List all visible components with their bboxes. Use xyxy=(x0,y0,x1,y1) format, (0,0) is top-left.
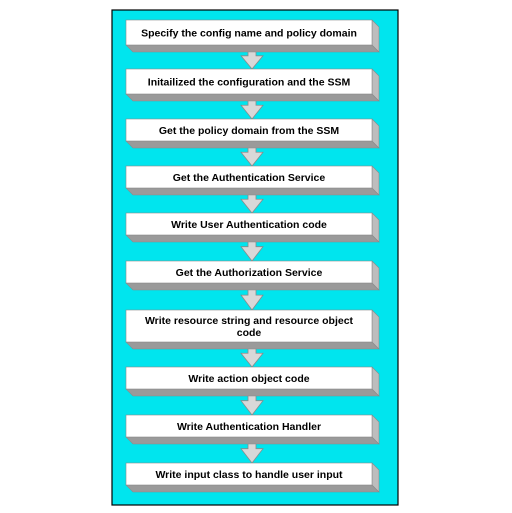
step-box-face xyxy=(125,68,373,95)
step-box-face xyxy=(125,414,373,438)
step-box-7: Write resource string and resource objec… xyxy=(125,309,380,350)
step-box-bottom xyxy=(125,388,380,397)
step-box-side xyxy=(371,309,380,350)
step-box-face xyxy=(125,260,373,284)
step-label: Write Authentication Handler xyxy=(177,421,321,433)
step-box-4: Get the Authentication Service xyxy=(125,165,380,196)
step-box-bottom xyxy=(125,93,380,102)
step-box-6: Get the Authorization Service xyxy=(125,260,380,291)
step-label: Initailized the configuration and the SS… xyxy=(148,77,351,89)
step-box-10: Write input class to handle user input xyxy=(125,462,380,493)
step-box-5: Write User Authentication code xyxy=(125,212,380,243)
step-box-bottom xyxy=(125,187,380,196)
step-box-bottom xyxy=(125,282,380,291)
step-label: Write action object code xyxy=(188,373,309,385)
step-box-face xyxy=(125,212,373,236)
step-box-face xyxy=(125,366,373,390)
step-box-face xyxy=(125,462,373,486)
step-box-face xyxy=(125,309,373,343)
step-box-bottom xyxy=(125,341,380,350)
step-box-3: Get the policy domain from the SSM xyxy=(125,118,380,149)
step-label: Specify the config name and policy domai… xyxy=(141,28,357,40)
step-label: Write input class to handle user input xyxy=(155,469,343,481)
step-box-face xyxy=(125,165,373,189)
step-box-bottom xyxy=(125,234,380,243)
step-box-bottom xyxy=(125,484,380,493)
step-box-bottom xyxy=(125,436,380,445)
step-box-bottom xyxy=(125,44,380,53)
step-box-face xyxy=(125,19,373,46)
step-box-1: Specify the config name and policy domai… xyxy=(125,19,380,53)
step-label: code xyxy=(237,327,262,339)
step-box-bottom xyxy=(125,140,380,149)
step-label: Get the Authentication Service xyxy=(173,172,326,184)
step-box-8: Write action object code xyxy=(125,366,380,397)
step-box-face xyxy=(125,118,373,142)
step-box-9: Write Authentication Handler xyxy=(125,414,380,445)
step-label: Get the Authorization Service xyxy=(176,267,323,279)
step-label: Write resource string and resource objec… xyxy=(145,315,354,327)
step-label: Get the policy domain from the SSM xyxy=(159,125,340,137)
step-box-2: Initailized the configuration and the SS… xyxy=(125,68,380,102)
step-layer: Specify the config name and policy domai… xyxy=(125,19,380,493)
step-label: Write User Authentication code xyxy=(171,219,327,231)
